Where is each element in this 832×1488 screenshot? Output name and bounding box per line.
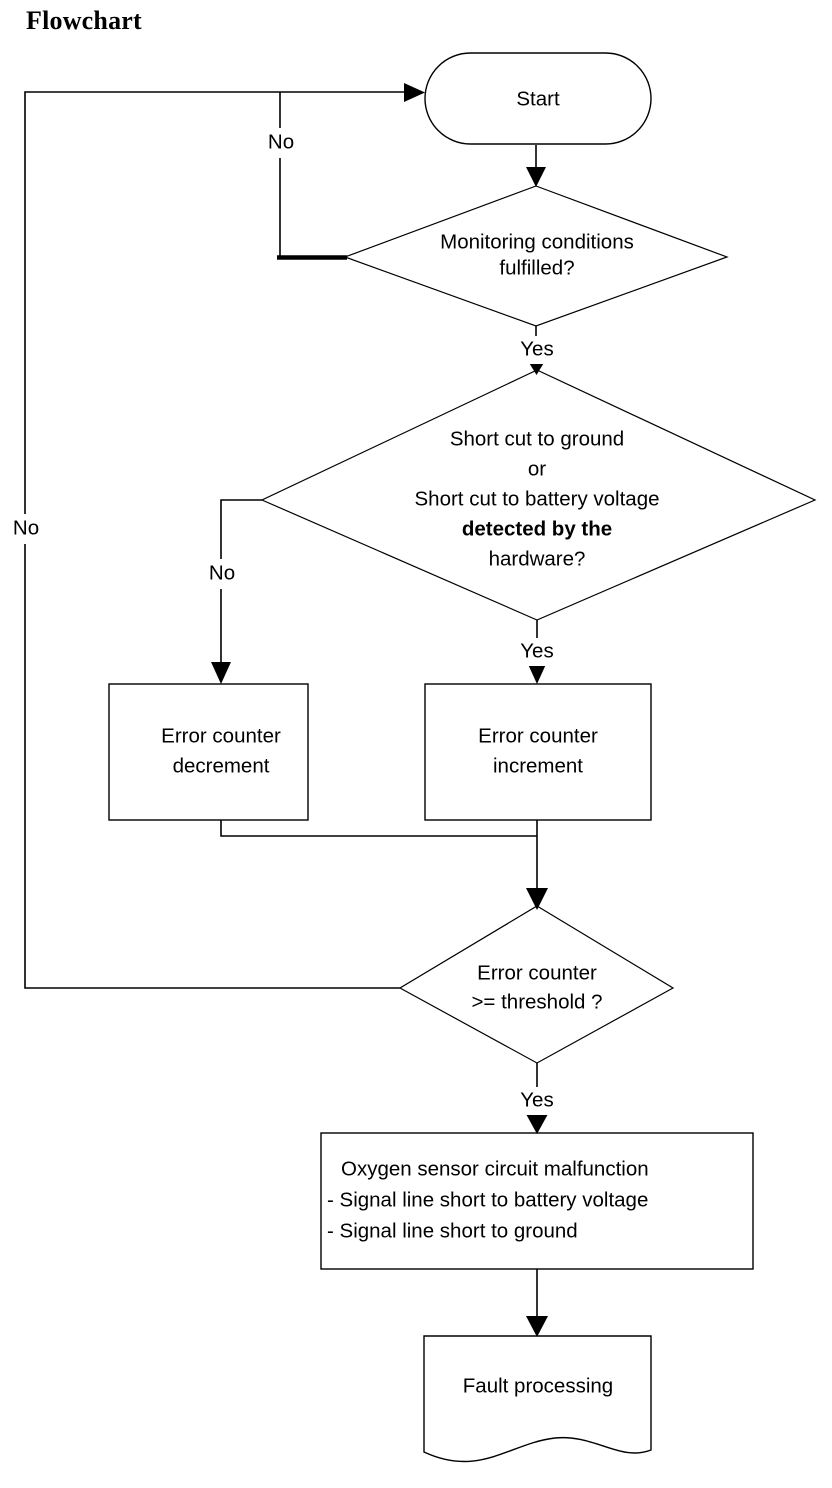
edge-threshold-no-path bbox=[24, 91, 406, 989]
shortcut-no-label-bg bbox=[201, 559, 243, 589]
edge-merge-to-threshold bbox=[220, 820, 548, 910]
arrow-head-malfunction bbox=[526, 1114, 548, 1134]
edge-label-monitoring-no: No bbox=[261, 128, 301, 158]
arrow-head-monitoring bbox=[526, 167, 546, 187]
monitoring-no-label-bg bbox=[261, 128, 301, 158]
malfunction-shape bbox=[320, 1132, 754, 1270]
shortcut-label-line5: hardware? bbox=[489, 547, 586, 570]
node-start[interactable]: Start bbox=[424, 52, 652, 145]
decrement-label-line1: Error counter bbox=[161, 724, 281, 747]
arrow-head-shortcut bbox=[528, 361, 545, 375]
malfunction-label-line2: - Signal line short to battery voltage bbox=[327, 1188, 648, 1211]
arrow-head-decrement bbox=[211, 662, 231, 684]
malfunction-label-line3: - Signal line short to ground bbox=[327, 1219, 578, 1242]
fault-processing-label: Fault processing bbox=[463, 1374, 613, 1397]
shortcut-label-line1: Short cut to ground bbox=[450, 427, 624, 450]
edge-label-threshold-no: No bbox=[5, 514, 47, 544]
increment-shape bbox=[424, 683, 652, 821]
threshold-no-label-bg bbox=[5, 514, 47, 544]
fault-processing-shape bbox=[423, 1335, 652, 1463]
decrement-label-line2: decrement bbox=[173, 754, 270, 777]
start-shape bbox=[424, 52, 652, 145]
malfunction-label-line1: Oxygen sensor circuit malfunction bbox=[341, 1157, 649, 1180]
edge-shortcut-no-path bbox=[220, 499, 262, 670]
edge-shortcut-no bbox=[211, 499, 262, 684]
threshold-label-line2: >= threshold ? bbox=[471, 990, 602, 1013]
arrow-head-increment bbox=[527, 662, 547, 684]
edge-threshold-no bbox=[24, 83, 425, 989]
threshold-shape bbox=[398, 905, 675, 1064]
increment-label-line1: Error counter bbox=[478, 724, 598, 747]
shortcut-no-label: No bbox=[209, 561, 235, 584]
shortcut-label-line3: Short cut to battery voltage bbox=[415, 487, 660, 510]
edge-label-shortcut-yes: Yes bbox=[512, 638, 562, 666]
arrow-head-into-start bbox=[404, 83, 425, 102]
shortcut-shape bbox=[260, 369, 817, 621]
node-error-counter-decrement[interactable]: Error counter decrement bbox=[108, 683, 309, 821]
increment-label-line2: increment bbox=[493, 754, 583, 777]
edge-start-to-monitoring bbox=[526, 145, 546, 187]
arrow-head-fault bbox=[526, 1316, 548, 1337]
node-malfunction[interactable]: Oxygen sensor circuit malfunction - Sign… bbox=[320, 1132, 754, 1270]
node-monitoring-decision[interactable]: Monitoring conditions fulfilled? bbox=[343, 185, 729, 327]
threshold-yes-label-bg bbox=[512, 1087, 562, 1115]
node-fault-processing[interactable]: Fault processing bbox=[423, 1335, 652, 1463]
monitoring-label-line1: Monitoring conditions bbox=[440, 230, 634, 253]
monitoring-yes-label-bg bbox=[512, 336, 562, 364]
monitoring-no-label: No bbox=[268, 130, 294, 153]
page-title: Flowchart bbox=[26, 6, 142, 35]
monitoring-shape bbox=[343, 185, 729, 327]
arrow-head-threshold bbox=[526, 888, 548, 910]
threshold-yes-label: Yes bbox=[520, 1088, 553, 1111]
threshold-no-label: No bbox=[13, 516, 39, 539]
node-shortcut-decision[interactable]: Short cut to ground or Short cut to batt… bbox=[260, 369, 817, 621]
node-error-counter-increment[interactable]: Error counter increment bbox=[424, 683, 652, 821]
shortcut-label-line2: or bbox=[528, 457, 546, 480]
decrement-shape bbox=[108, 683, 309, 821]
edge-malfunction-to-fault bbox=[526, 1269, 548, 1337]
edge-decrement-merge-path bbox=[220, 820, 537, 837]
edge-label-monitoring-yes: Yes bbox=[512, 336, 562, 364]
threshold-label-line1: Error counter bbox=[477, 961, 597, 984]
edge-monitoring-no bbox=[277, 92, 347, 260]
edge-label-threshold-yes: Yes bbox=[512, 1087, 562, 1115]
shortcut-label-line4: detected by the bbox=[462, 517, 612, 540]
node-threshold-decision[interactable]: Error counter >= threshold ? bbox=[398, 905, 675, 1064]
monitoring-yes-label: Yes bbox=[520, 337, 553, 360]
shortcut-yes-label: Yes bbox=[520, 639, 553, 662]
shortcut-yes-label-bg bbox=[512, 638, 562, 666]
start-label: Start bbox=[516, 87, 560, 110]
edge-label-shortcut-no: No bbox=[201, 559, 243, 589]
monitoring-label-line2: fulfilled? bbox=[499, 256, 574, 279]
